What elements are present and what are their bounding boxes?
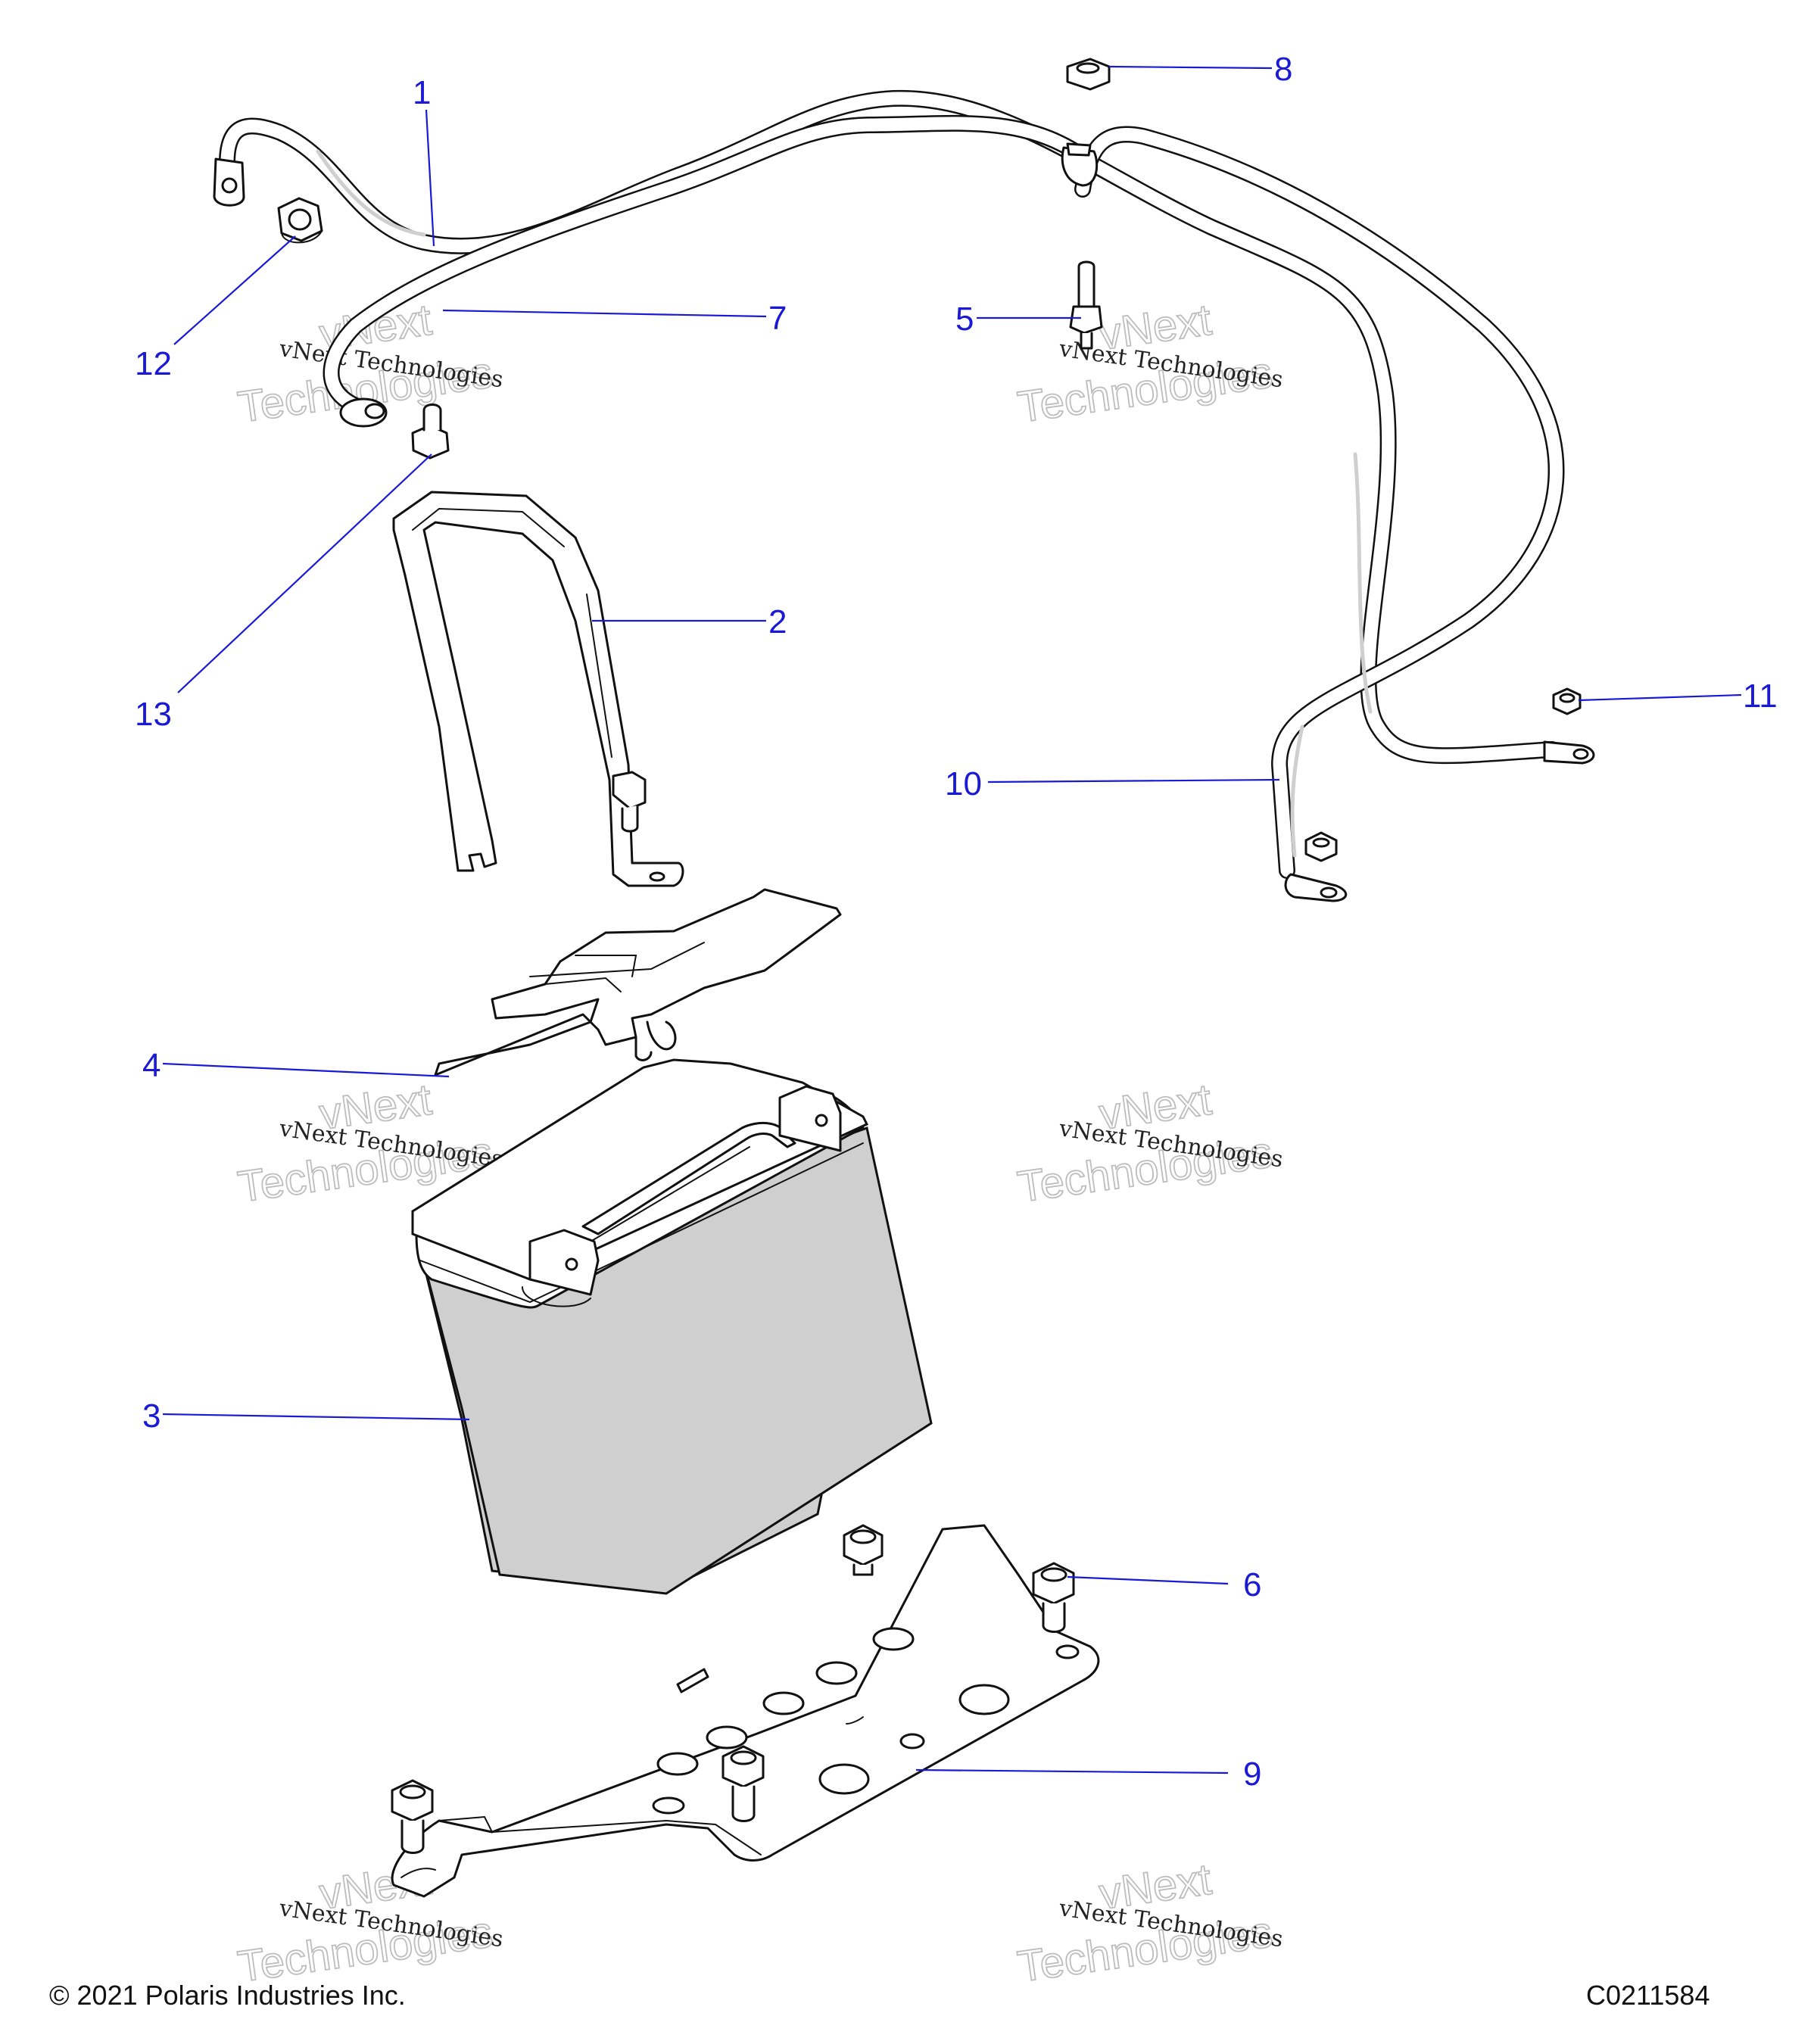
callout-3: 3	[142, 1397, 161, 1435]
callout-4: 4	[142, 1047, 161, 1084]
callout-9: 9	[1243, 1756, 1261, 1793]
callout-5: 5	[955, 301, 974, 338]
callout-7: 7	[768, 300, 787, 337]
battery	[411, 1058, 933, 1595]
nut-12	[277, 197, 323, 244]
ring-terminal-lower-left	[339, 397, 388, 428]
terminal-boot	[1061, 142, 1099, 187]
callout-8: 8	[1274, 51, 1292, 88]
callout-10: 10	[945, 765, 982, 802]
copyright-notice: © 2021 Polaris Industries Inc.	[49, 1980, 406, 2011]
nut-11	[1552, 687, 1582, 715]
cable-assembly	[213, 89, 1595, 902]
battery-terminal-cover	[434, 888, 842, 1077]
callouts: 1 2 3 4 5 6 7 8 9 10 11 12 13	[135, 51, 1778, 1793]
battery-hold-down-strap	[392, 491, 684, 887]
figure-id: C0211584	[1586, 1980, 1709, 2011]
ring-terminal-left	[213, 157, 245, 207]
callout-2: 2	[768, 603, 787, 640]
battery-tray	[391, 1524, 1100, 1898]
nut-cable-10	[1304, 831, 1338, 862]
bolt-13	[411, 404, 450, 460]
ring-terminal-right	[1543, 740, 1595, 765]
bolt-6	[391, 1524, 1075, 1854]
callout-12: 12	[135, 345, 172, 382]
callout-1: 1	[413, 74, 431, 111]
ring-terminal-bottom	[1284, 873, 1347, 902]
callout-13: 13	[135, 696, 172, 733]
stud-5	[1069, 260, 1103, 350]
callout-6: 6	[1243, 1566, 1261, 1603]
callout-11: 11	[1743, 678, 1778, 715]
nut-8	[1066, 58, 1111, 91]
